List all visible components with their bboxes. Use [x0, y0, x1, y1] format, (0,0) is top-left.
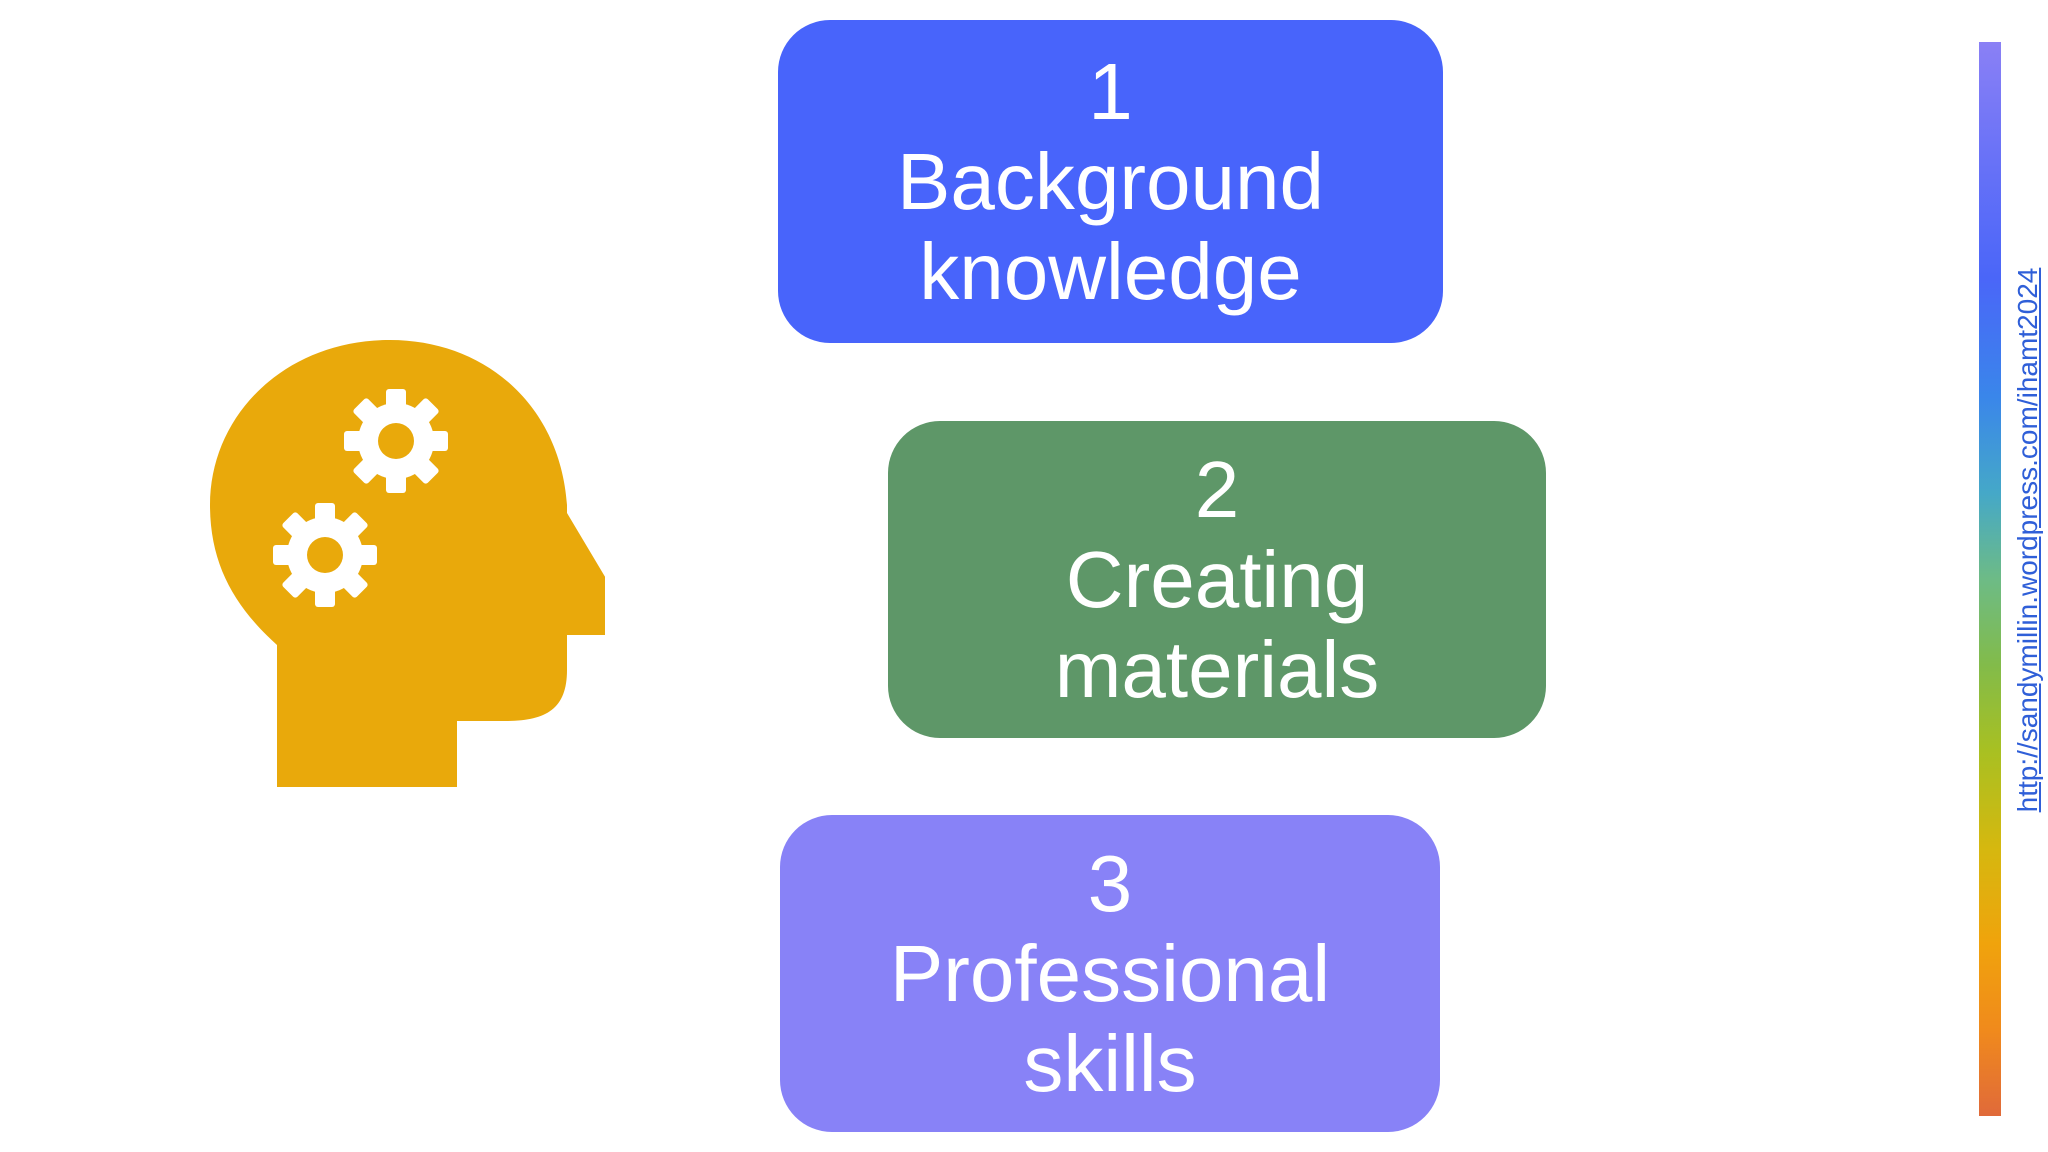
- item-label-line: Professional: [889, 928, 1331, 1018]
- item-label-line: materials: [1054, 624, 1380, 714]
- item-number: 3: [1087, 838, 1133, 928]
- blog-link[interactable]: http://sandymillin.wordpress.com/ihamt20…: [2012, 267, 2043, 813]
- item-box-professional-skills: 3 Professional skills: [780, 815, 1440, 1132]
- upper-gear-icon: [344, 389, 448, 493]
- item-number: 1: [1088, 46, 1133, 136]
- head-with-gears-icon: [210, 340, 605, 787]
- gradient-color-bar: [1979, 42, 2001, 1116]
- item-box-background-knowledge: 1 Background knowledge: [778, 20, 1443, 343]
- item-label-line: Creating: [1065, 534, 1369, 624]
- item-label-line: skills: [1023, 1018, 1197, 1108]
- item-label-line: Background: [897, 136, 1324, 226]
- lower-gear-icon: [273, 503, 377, 607]
- item-label-line: knowledge: [919, 226, 1302, 316]
- item-number: 2: [1194, 444, 1240, 534]
- item-box-creating-materials: 2 Creating materials: [888, 421, 1546, 738]
